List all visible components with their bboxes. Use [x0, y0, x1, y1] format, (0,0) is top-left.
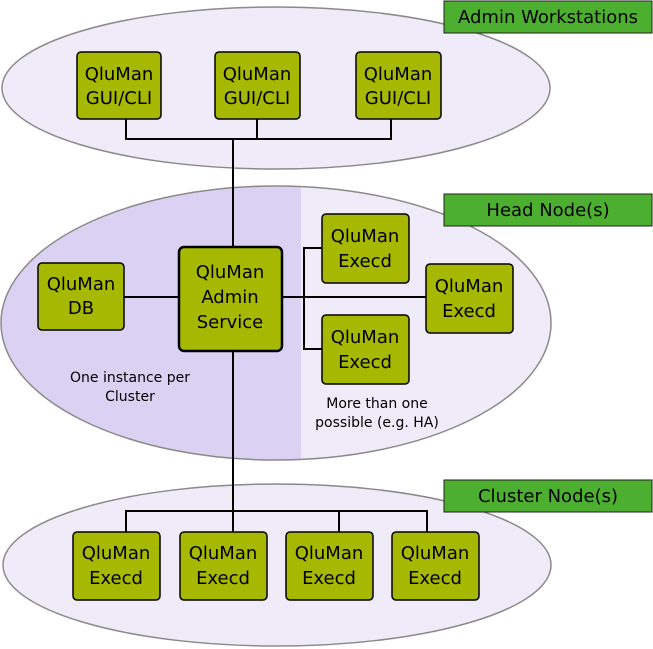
box-label-line1: QluMan: [331, 327, 400, 348]
tag-admin-workstations: Admin Workstations: [443, 0, 653, 34]
qluman-db-box: QluMan DB: [37, 262, 125, 331]
box-label-line2: Execd: [442, 301, 496, 322]
box-label-line1: QluMan: [85, 64, 154, 85]
box-label-line2: Execd: [302, 568, 356, 589]
box-label-line2: GUI/CLI: [224, 88, 290, 109]
tag-cluster-nodes-label: Cluster Node(s): [478, 486, 618, 507]
box-label-line2: GUI/CLI: [365, 88, 431, 109]
note-line2: possible (e.g. HA): [315, 415, 439, 431]
cluster-execd-box-2: QluMan Execd: [179, 531, 268, 601]
box-label-line1: QluMan: [223, 64, 292, 85]
note-line1: One instance per: [70, 370, 190, 386]
cluster-execd-box-1: QluMan Execd: [72, 531, 161, 601]
connectors: [124, 119, 428, 532]
head-execd-box-3: QluMan Execd: [321, 314, 410, 385]
box-label-line3: Service: [197, 312, 264, 333]
tag-head-nodes: Head Node(s): [443, 193, 653, 227]
box-label-line2: Execd: [338, 352, 392, 373]
box-label-line1: QluMan: [47, 274, 116, 295]
box-label-line2: Execd: [338, 251, 392, 272]
box-label-line2: Execd: [408, 568, 462, 589]
note-one-instance-per-cluster: One instance per Cluster: [70, 370, 190, 405]
cluster-nodes-zone: [2, 483, 552, 647]
box-label-line1: QluMan: [331, 226, 400, 247]
box-label-line2: DB: [68, 298, 94, 319]
cluster-execd-box-3: QluMan Execd: [285, 531, 374, 601]
admin-gui-cli-box-3: QluMan GUI/CLI: [355, 51, 442, 120]
box-label-line1: QluMan: [364, 64, 433, 85]
box-label-line2: GUI/CLI: [86, 88, 152, 109]
box-label-line2: Execd: [196, 568, 250, 589]
admin-gui-cli-box-2: QluMan GUI/CLI: [214, 51, 301, 120]
box-label-line1: QluMan: [189, 543, 258, 564]
box-label-line1: QluMan: [295, 543, 364, 564]
box-label-line1: QluMan: [196, 262, 265, 283]
box-label-line1: QluMan: [435, 276, 504, 297]
tag-cluster-nodes: Cluster Node(s): [443, 479, 653, 513]
cluster-execd-box-4: QluMan Execd: [391, 531, 480, 601]
tag-admin-workstations-label: Admin Workstations: [458, 7, 638, 28]
qluman-admin-service-box: QluMan Admin Service: [177, 245, 284, 353]
box-label-line1: QluMan: [82, 543, 151, 564]
head-execd-box-1: QluMan Execd: [321, 213, 410, 284]
admin-gui-cli-box-1: QluMan GUI/CLI: [76, 51, 162, 120]
tag-head-nodes-label: Head Node(s): [486, 200, 609, 221]
note-more-than-one-possible: More than one possible (e.g. HA): [315, 396, 439, 431]
note-line1: More than one: [326, 396, 427, 412]
note-line2: Cluster: [105, 389, 155, 405]
box-label-line1: QluMan: [401, 543, 470, 564]
head-execd-box-2: QluMan Execd: [425, 263, 514, 334]
box-label-line2: Execd: [89, 568, 143, 589]
box-label-line2: Admin: [201, 287, 258, 308]
